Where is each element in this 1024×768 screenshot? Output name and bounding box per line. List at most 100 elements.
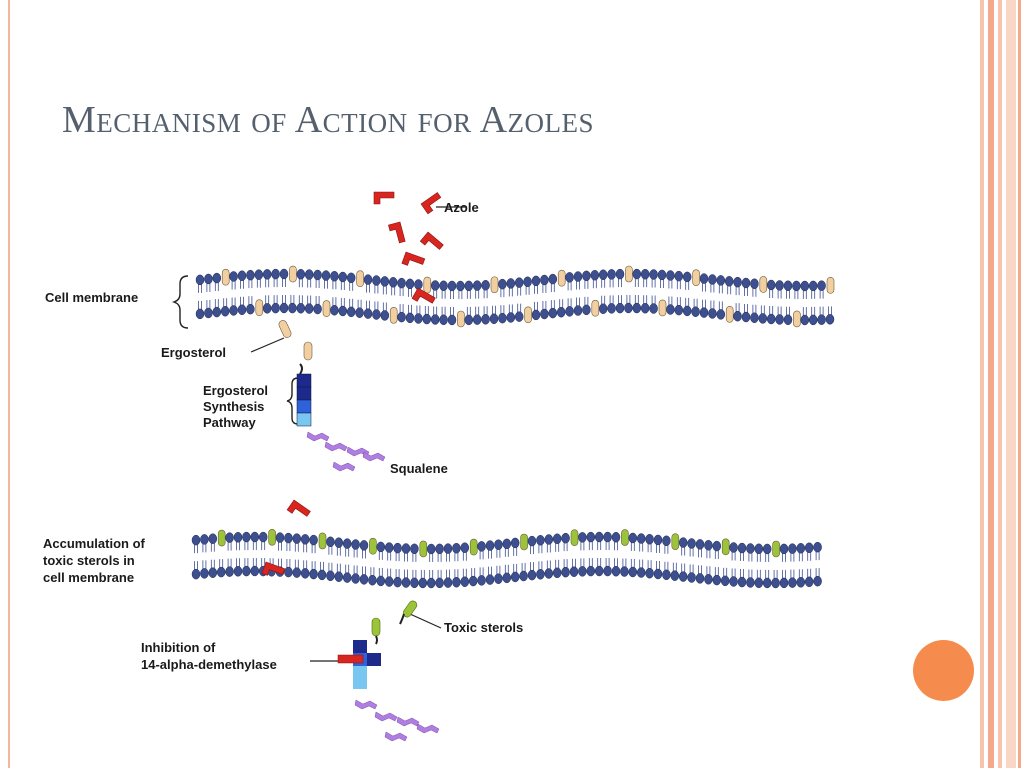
lipid-head: [531, 309, 541, 321]
azole-shape: [411, 287, 436, 304]
lipid-head: [376, 541, 386, 553]
lipid-head: [536, 535, 545, 546]
slide-right-border: [976, 0, 1024, 768]
lipid-head: [359, 540, 369, 551]
lipid-head: [284, 566, 293, 578]
cell-membrane-brace: [171, 275, 189, 329]
lipid-head: [346, 306, 356, 318]
lipid-head: [783, 314, 793, 326]
lipid-head: [359, 574, 369, 585]
lipid-head: [519, 570, 528, 582]
lipid-head: [435, 543, 444, 555]
lipid-head: [779, 543, 789, 555]
lipid-head: [452, 542, 461, 554]
lipid-head: [397, 277, 406, 289]
lipid-head: [510, 537, 520, 549]
lipid-head: [762, 543, 772, 555]
lipid-head: [527, 535, 537, 547]
lipid-head: [410, 577, 419, 589]
blocking-azole: [337, 654, 364, 664]
squalene-molecule: [416, 723, 440, 734]
lipid-head: [418, 577, 428, 589]
lipid-head: [309, 534, 318, 546]
lipid-head: [321, 270, 331, 281]
squalene-shape: [374, 711, 398, 722]
lipid-head: [334, 537, 344, 548]
lipid-head: [556, 306, 566, 318]
sterol-molecule: [692, 269, 700, 287]
lipid-head: [317, 569, 327, 581]
lipid-head: [229, 305, 238, 316]
lipid-head: [472, 314, 482, 325]
lipid-head: [699, 273, 709, 284]
sterol-molecule: [759, 276, 768, 293]
toxic-sterols-leader-line: [409, 613, 442, 629]
lipid-head: [653, 568, 663, 580]
lipid-head: [288, 302, 297, 314]
lipid-head: [514, 311, 524, 322]
lipid-head: [544, 568, 554, 579]
lipid-head: [296, 302, 306, 314]
lipid-head: [729, 542, 738, 553]
lipid-head: [384, 542, 394, 553]
lipid-head: [376, 575, 386, 587]
azole-shape: [286, 499, 311, 517]
sterol-molecule: [419, 540, 428, 558]
squalene-molecule: [324, 441, 348, 452]
lipid-head: [430, 280, 440, 291]
lipid-head: [523, 276, 532, 288]
lipid-head: [783, 280, 793, 292]
pathway-step-block: [353, 666, 367, 679]
lipid-head: [695, 539, 705, 550]
pathway-step-block: [296, 386, 312, 401]
lipid-head: [645, 567, 654, 579]
lipid-head: [502, 572, 512, 584]
lipid-head: [452, 576, 461, 588]
lipid-head: [246, 269, 255, 281]
accumulation-label-line2: toxic sterols in: [43, 553, 135, 568]
sterol-molecule: [469, 538, 478, 556]
sterol-molecule: [318, 532, 327, 550]
lipid-head: [569, 566, 579, 577]
lipid-head: [548, 273, 558, 285]
diagram-shapes: [171, 191, 467, 742]
lipid-head: [204, 307, 213, 319]
azole-shape: [261, 561, 286, 576]
sterol-molecule: [268, 528, 276, 546]
lipid-head: [754, 577, 764, 589]
lipid-head: [565, 272, 574, 283]
lipid-head: [300, 534, 310, 545]
azole-molecule: [420, 192, 442, 215]
lipid-head: [439, 280, 448, 292]
lipid-head: [498, 312, 507, 324]
squalene-shape: [354, 699, 378, 710]
azole-molecule: [388, 221, 406, 244]
lipid-head: [536, 569, 545, 580]
lipid-head: [237, 304, 247, 316]
lipid-head: [674, 304, 684, 316]
lipid-head: [737, 542, 747, 554]
sterol-molecule: [557, 269, 566, 287]
lipid-head: [594, 531, 604, 543]
lipid-head: [304, 303, 314, 314]
lipid-head: [456, 280, 465, 292]
lipid-head: [531, 275, 541, 287]
lipid-head: [594, 565, 604, 577]
lipid-head: [284, 532, 293, 544]
squalene-shape: [384, 731, 408, 742]
lipid-head: [653, 534, 663, 546]
squalene-molecule: [306, 431, 330, 442]
decorative-circle: [913, 640, 974, 701]
azole-molecule: [411, 287, 436, 304]
lipid-head: [481, 314, 490, 325]
lipid-head: [401, 577, 411, 588]
lipid-head: [804, 542, 814, 554]
pathway-step-block: [353, 640, 367, 653]
lipid-head: [242, 565, 251, 577]
lipid-head: [258, 531, 268, 543]
azole-molecule: [401, 251, 426, 266]
lipid-head: [191, 568, 201, 580]
lipid-head: [292, 533, 302, 544]
lipid-head: [485, 574, 495, 585]
lipid-head: [346, 272, 356, 284]
